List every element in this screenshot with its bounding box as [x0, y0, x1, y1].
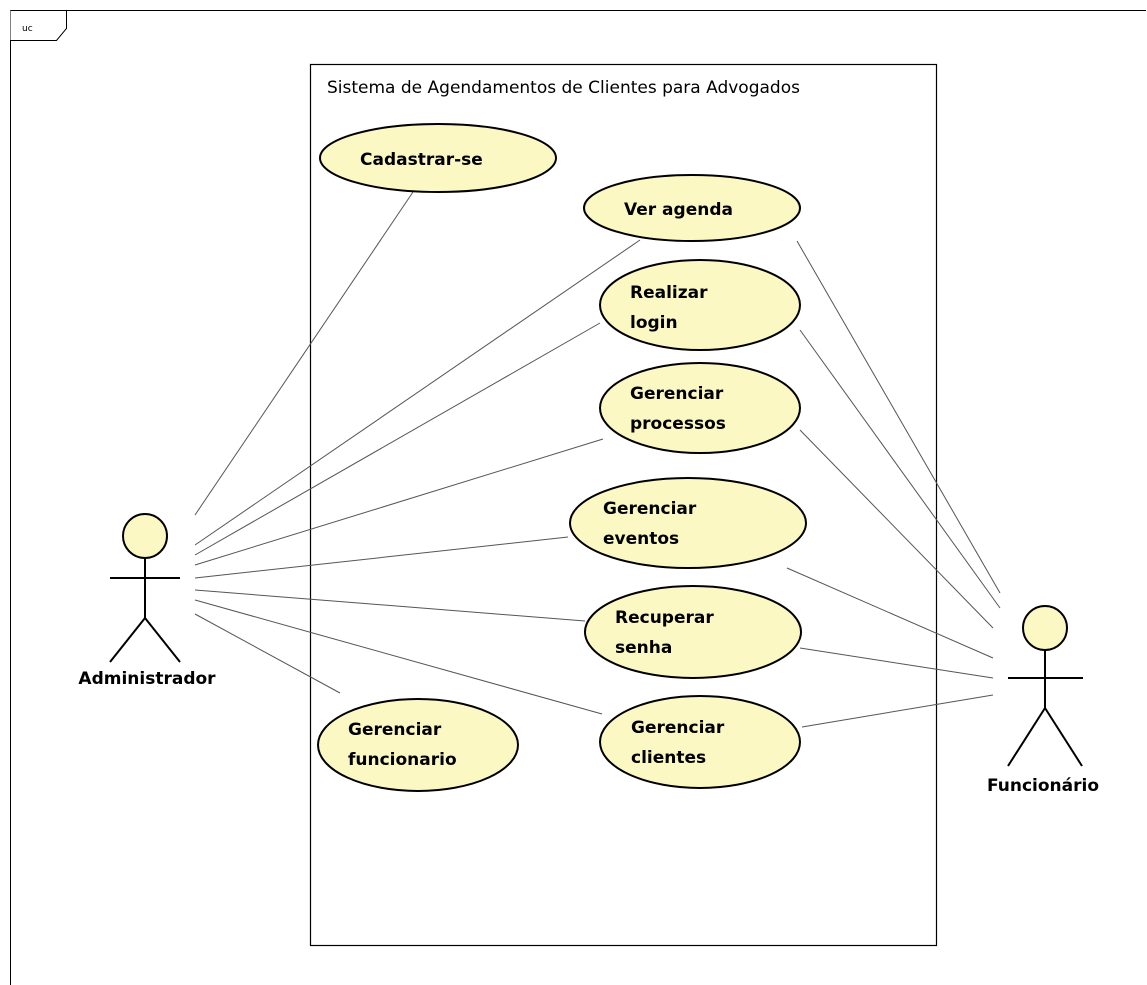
- actor-funcionario-label: Funcionário: [987, 776, 1099, 796]
- use-case-recuperar-senha-label: senha: [615, 638, 672, 658]
- use-case-recuperar-senha[interactable]: Recuperar senha: [584, 585, 802, 679]
- use-case-ver-agenda-ellipse: [583, 174, 801, 242]
- actor-funcionario-left-leg: [1007, 707, 1046, 767]
- association-admin-ver-agenda[interactable]: [194, 239, 641, 546]
- association-admin-gerenciar-processos[interactable]: [194, 438, 604, 566]
- use-case-ver-agenda[interactable]: Ver agenda: [583, 174, 801, 242]
- use-case-gerenciar-funcionario-label: funcionario: [348, 750, 457, 770]
- use-case-realizar-login-label: Realizar: [630, 283, 708, 303]
- association-admin-gerenciar-funcionario[interactable]: [194, 613, 341, 694]
- association-func-gerenciar-clientes[interactable]: [801, 694, 994, 728]
- use-case-recuperar-senha-ellipse: [584, 585, 802, 679]
- use-case-realizar-login-ellipse: [599, 259, 801, 351]
- frame-border: [10, 10, 1146, 985]
- frame-tag-label: uc: [22, 24, 33, 34]
- use-case-cadastrar[interactable]: Cadastrar-se: [319, 123, 557, 193]
- use-case-cadastrar-label: Cadastrar-se: [360, 150, 483, 170]
- association-admin-gerenciar-eventos[interactable]: [194, 536, 569, 579]
- actor-administrador-head: [122, 513, 168, 559]
- association-func-realizar-login[interactable]: [799, 329, 1001, 609]
- use-case-gerenciar-funcionario-label: Gerenciar: [348, 720, 442, 740]
- association-admin-recuperar-senha[interactable]: [194, 589, 586, 622]
- diagram-frame: uc: [10, 10, 1146, 985]
- use-case-gerenciar-eventos[interactable]: Gerenciar eventos: [569, 477, 807, 569]
- frame-tag: [10, 10, 67, 41]
- use-case-realizar-login-label: login: [630, 313, 678, 333]
- association-admin-realizar-login[interactable]: [194, 322, 601, 556]
- association-func-gerenciar-processos[interactable]: [799, 429, 994, 629]
- actor-administrador[interactable]: [109, 513, 181, 663]
- actor-administrador-left-leg: [109, 617, 146, 663]
- use-case-gerenciar-funcionario[interactable]: Gerenciar funcionario: [317, 698, 519, 792]
- association-func-ver-agenda[interactable]: [796, 240, 1001, 594]
- use-case-gerenciar-processos-ellipse: [599, 362, 801, 454]
- use-case-gerenciar-processos-label: processos: [630, 414, 726, 434]
- use-case-ver-agenda-label: Ver agenda: [624, 200, 733, 220]
- use-case-gerenciar-clientes-ellipse: [599, 695, 801, 789]
- association-func-gerenciar-eventos[interactable]: [786, 567, 994, 659]
- actor-administrador-label: Administrador: [78, 669, 216, 689]
- association-lines: [194, 191, 1001, 728]
- use-case-gerenciar-eventos-label: eventos: [603, 529, 679, 549]
- association-admin-gerenciar-clientes[interactable]: [194, 599, 603, 715]
- actor-funcionario[interactable]: [1007, 605, 1083, 767]
- use-case-gerenciar-processos[interactable]: Gerenciar processos: [599, 362, 801, 454]
- use-case-gerenciar-clientes-label: clientes: [631, 748, 706, 768]
- use-case-gerenciar-clientes[interactable]: Gerenciar clientes: [599, 695, 801, 789]
- actor-funcionario-head: [1022, 605, 1068, 651]
- actor-administrador-right-leg: [144, 617, 181, 663]
- association-admin-cadastrar[interactable]: [194, 191, 414, 516]
- use-case-realizar-login[interactable]: Realizar login: [599, 259, 801, 351]
- use-case-cadastrar-ellipse: [319, 123, 557, 193]
- association-func-recuperar-senha[interactable]: [799, 647, 994, 679]
- use-case-gerenciar-funcionario-ellipse: [317, 698, 519, 792]
- use-case-gerenciar-processos-label: Gerenciar: [630, 384, 724, 404]
- actor-funcionario-right-leg: [1044, 707, 1083, 767]
- use-case-gerenciar-eventos-ellipse: [569, 477, 807, 569]
- use-case-recuperar-senha-label: Recuperar: [615, 608, 714, 628]
- use-case-gerenciar-eventos-label: Gerenciar: [603, 499, 697, 519]
- system-title: Sistema de Agendamentos de Clientes para…: [327, 78, 800, 98]
- use-case-gerenciar-clientes-label: Gerenciar: [631, 718, 725, 738]
